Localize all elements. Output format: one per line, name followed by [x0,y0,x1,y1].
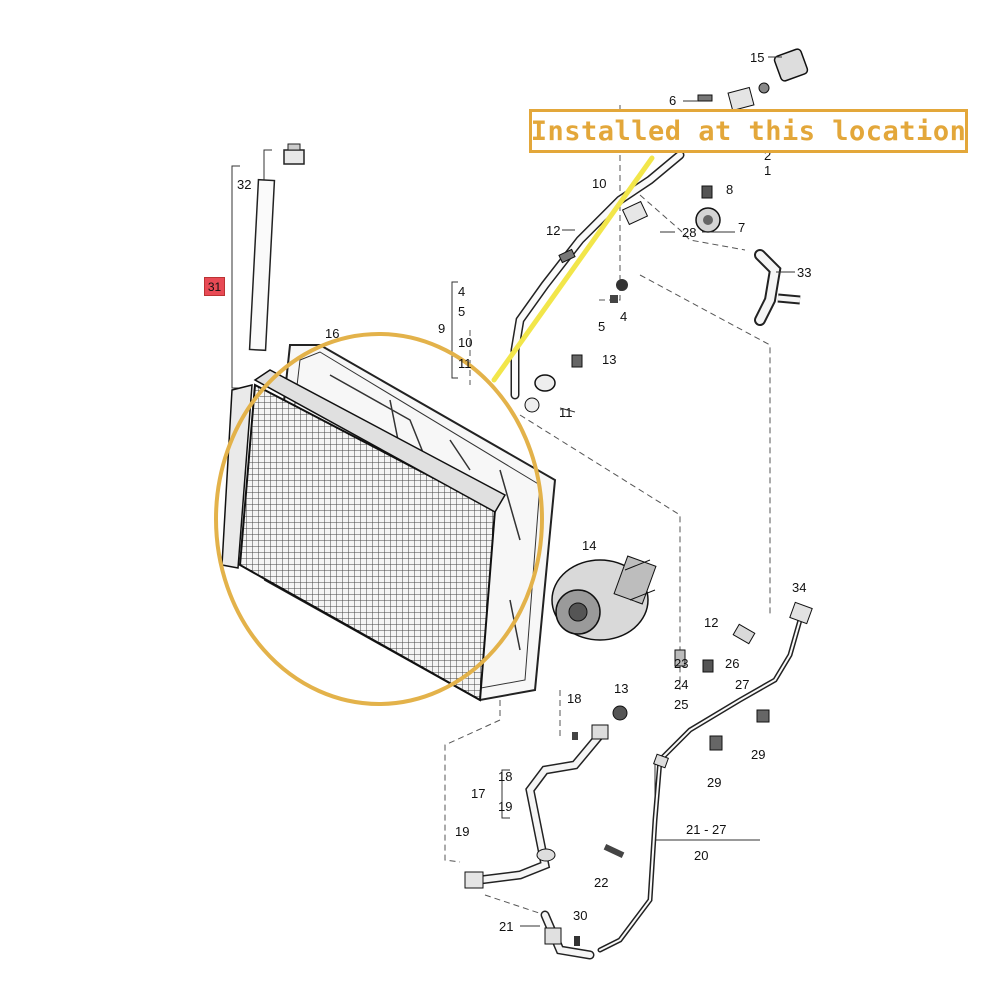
label-10-group: 10 [458,335,472,350]
label-5-group: 5 [458,304,465,319]
label-12-lower: 12 [704,615,718,630]
label-4: 4 [620,309,627,324]
lower-right-fittings [603,601,813,858]
top-fittings [697,48,809,112]
label-32: 32 [237,177,251,192]
label-15: 15 [750,50,764,65]
label-13-lower: 13 [614,681,628,696]
callout-pointer-line [491,155,655,383]
label-16: 16 [325,326,339,341]
label-21-27: 21 - 27 [686,822,726,837]
label-6: 6 [669,93,676,108]
label-18: 18 [498,769,512,784]
condenser [221,344,557,702]
label-33: 33 [797,265,811,280]
label-13-upper: 13 [602,352,616,367]
label-30: 30 [573,908,587,923]
upper-line-fittings [524,200,649,413]
selected-part-tag[interactable]: 31 [204,277,225,296]
label-23: 23 [674,656,688,671]
label-18-upper: 18 [567,691,581,706]
upper-line [510,150,685,400]
label-8: 8 [726,182,733,197]
pipe-33 [754,249,801,326]
leader-lines [444,105,771,916]
highlight-ellipse [214,332,544,706]
label-20: 20 [694,848,708,863]
label-7: 7 [738,220,745,235]
label-1: 1 [764,163,771,178]
label-12-upper: 12 [546,223,560,238]
lower-left-fittings [464,705,628,946]
label-2: 2 [764,148,771,163]
label-4-group: 4 [458,284,465,299]
label-11-group: 11 [458,356,472,371]
label-19: 19 [455,824,469,839]
label-10-top: 10 [592,176,606,191]
label-19-group: 19 [498,799,512,814]
callout-text: Installed at this location [530,115,967,147]
label-ticks [520,56,795,927]
lower-right-line [597,617,803,953]
callout-box: Installed at this location [529,109,968,153]
label-21: 21 [499,919,513,934]
label-17: 17 [471,786,485,801]
drier-cylinder [248,143,305,352]
label-25: 25 [674,697,688,712]
label-11: 11 [559,405,573,420]
label-26: 26 [725,656,739,671]
label-34: 34 [792,580,806,595]
compressor [551,555,657,641]
label-14: 14 [582,538,596,553]
label-29-left: 29 [707,775,721,790]
label-27: 27 [735,677,749,692]
label-5: 5 [598,319,605,334]
label-28: 28 [682,225,696,240]
label-24: 24 [674,677,688,692]
part-labels: 15 6 2 1 10 8 7 12 28 33 32 4 5 9 10 11 … [237,50,811,934]
items-7-8 [695,185,721,233]
label-9: 9 [438,321,445,336]
label-29-right: 29 [751,747,765,762]
label-22: 22 [594,875,608,890]
